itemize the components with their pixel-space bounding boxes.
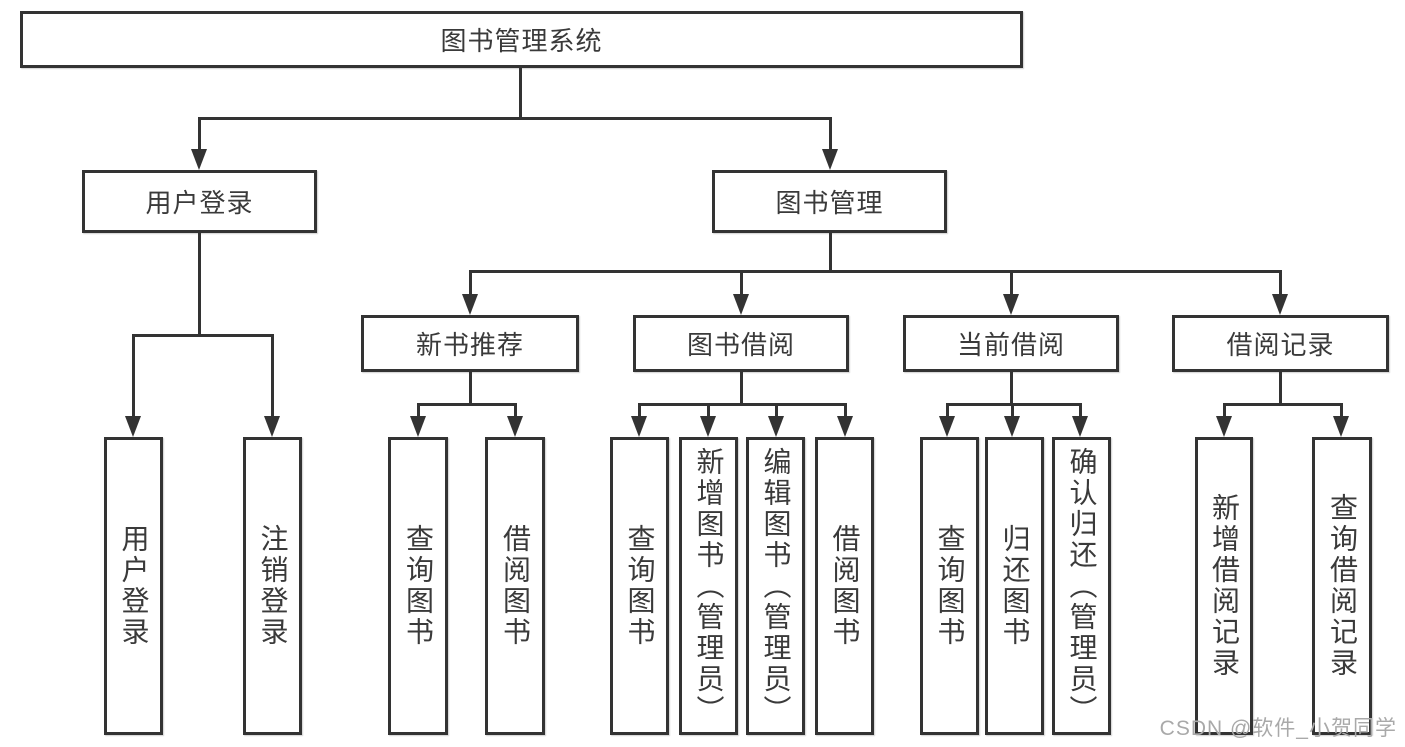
connector-borrowing-bar [638, 403, 846, 406]
arrow-down-icon [410, 416, 426, 437]
connector-current-drop-1 [946, 403, 949, 417]
leaf-user-login: 用户登录 [104, 437, 163, 735]
node-label: 借阅图书 [500, 524, 531, 648]
connector-records-bar [1223, 403, 1343, 406]
node-label: 查询图书 [934, 524, 966, 648]
connector-root-drop-left [198, 117, 201, 151]
arrow-down-icon [768, 416, 784, 437]
arrow-down-icon [1333, 416, 1349, 437]
arrow-down-icon [1004, 416, 1020, 437]
leaf-current-confirm-return-admin: 确认归还（管理员） [1052, 437, 1111, 735]
connector-new-book-bar [417, 403, 517, 406]
node-label: 新增图书（管理员） [693, 446, 725, 726]
connector-current-stem [1010, 372, 1013, 406]
arrow-down-icon [822, 149, 838, 170]
arrow-down-icon [1072, 416, 1088, 437]
node-label: 用户登录 [118, 524, 150, 648]
node-current-borrowing: 当前借阅 [903, 315, 1119, 372]
node-label: 查询图书 [403, 524, 434, 648]
node-label: 确认归还（管理员） [1066, 446, 1098, 726]
connector-user-login-drop-2 [271, 334, 274, 416]
node-borrowing-records: 借阅记录 [1172, 315, 1389, 372]
connector-root-stem [519, 68, 522, 118]
connector-book-mgmt-drop-2 [740, 270, 743, 295]
connector-new-book-stem [469, 372, 472, 406]
connector-records-drop-2 [1340, 403, 1343, 417]
connector-borrowing-drop-2 [707, 403, 710, 417]
node-label: 新书推荐 [415, 330, 524, 360]
connector-new-book-drop-2 [514, 403, 517, 417]
leaf-current-query-books: 查询图书 [920, 437, 979, 735]
node-label: 编辑图书（管理员） [760, 446, 792, 726]
leaf-records-query-record: 查询借阅记录 [1312, 437, 1372, 735]
connector-records-drop-1 [1223, 403, 1226, 417]
node-label: 图书借阅 [686, 330, 795, 360]
connector-current-drop-3 [1079, 403, 1082, 417]
connector-book-mgmt-drop-4 [1279, 270, 1282, 295]
arrow-down-icon [507, 416, 523, 437]
arrow-down-icon [837, 416, 853, 437]
node-label: 图书管理系统 [440, 26, 603, 56]
connector-borrowing-stem [740, 372, 743, 406]
arrow-down-icon [939, 416, 955, 437]
connector-book-mgmt-stem [829, 233, 832, 273]
connector-current-drop-2 [1011, 403, 1014, 417]
node-label: 新增借阅记录 [1209, 493, 1240, 679]
connector-borrowing-drop-4 [844, 403, 847, 417]
leaf-borrowing-edit-books-admin: 编辑图书（管理员） [746, 437, 805, 735]
leaf-logout: 注销登录 [243, 437, 302, 735]
connector-new-book-drop-1 [417, 403, 420, 417]
connector-borrowing-drop-3 [775, 403, 778, 417]
node-label: 查询借阅记录 [1327, 493, 1358, 679]
node-book-borrowing: 图书借阅 [633, 315, 849, 372]
arrow-down-icon [700, 416, 716, 437]
connector-root-bar [198, 117, 832, 120]
arrow-down-icon [1216, 416, 1232, 437]
node-book-management: 图书管理 [712, 170, 947, 233]
arrow-down-icon [1003, 294, 1019, 315]
connector-user-login-drop-1 [132, 334, 135, 416]
node-label: 查询图书 [624, 524, 656, 648]
connector-borrowing-drop-1 [638, 403, 641, 417]
node-label: 当前借阅 [956, 330, 1065, 360]
connector-user-login-stem [198, 233, 201, 337]
arrow-down-icon [125, 416, 141, 437]
csdn-watermark: CSDN @软件_小贺同学 [1159, 717, 1397, 740]
node-label: 归还图书 [999, 524, 1031, 648]
node-label: 借阅记录 [1226, 330, 1335, 360]
leaf-borrowing-add-books-admin: 新增图书（管理员） [679, 437, 738, 735]
node-label: 图书管理 [775, 188, 884, 218]
arrow-down-icon [631, 416, 647, 437]
node-label: 用户登录 [145, 188, 254, 218]
node-library-management-system: 图书管理系统 [20, 11, 1023, 68]
leaf-borrowing-borrow-books: 借阅图书 [815, 437, 874, 735]
connector-current-bar [946, 403, 1082, 406]
node-label: 注销登录 [257, 524, 289, 648]
connector-book-mgmt-drop-1 [469, 270, 472, 295]
node-new-book-recommendation: 新书推荐 [361, 315, 579, 372]
leaf-records-add-record: 新增借阅记录 [1195, 437, 1253, 735]
connector-records-stem [1279, 372, 1282, 406]
connector-book-mgmt-bar [469, 270, 1282, 273]
arrow-down-icon [264, 416, 280, 437]
arrow-down-icon [733, 294, 749, 315]
arrow-down-icon [191, 149, 207, 170]
leaf-recommend-query-books: 查询图书 [388, 437, 448, 735]
leaf-borrowing-query-books: 查询图书 [610, 437, 669, 735]
leaf-current-return-books: 归还图书 [985, 437, 1044, 735]
arrow-down-icon [1272, 294, 1288, 315]
connector-root-drop-right [829, 117, 832, 151]
connector-book-mgmt-drop-3 [1010, 270, 1013, 295]
connector-user-login-bar [132, 334, 274, 337]
node-user-login: 用户登录 [82, 170, 317, 233]
node-label: 借阅图书 [829, 524, 861, 648]
arrow-down-icon [462, 294, 478, 315]
leaf-recommend-borrow-books: 借阅图书 [485, 437, 545, 735]
